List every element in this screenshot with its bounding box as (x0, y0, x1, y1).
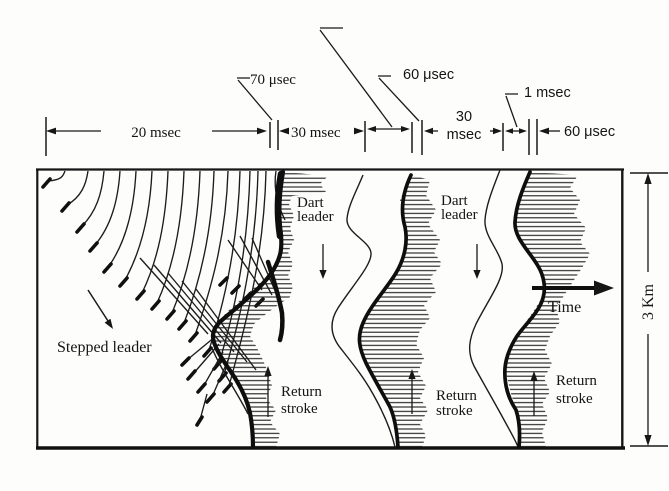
gap-ticks (411, 120, 423, 155)
label-60usec: 60 μsec (403, 67, 454, 83)
stepped-leader-label: Stepped leader (57, 339, 152, 356)
height-dim-up-arrowhead-icon (644, 173, 652, 184)
return-stroke-1-parallel-line (211, 347, 249, 415)
label-30-line2: msec (447, 127, 482, 143)
arrowhead-right-icon (354, 127, 364, 135)
label-60usec-2: 60 μsec (564, 124, 615, 140)
gap-ticks (528, 119, 538, 155)
dart-leader-1-channel (331, 174, 396, 448)
leader-line (237, 77, 273, 121)
dart-leader-1-group: Dart leader (297, 174, 396, 448)
label-20msec: 20 msec (131, 125, 181, 141)
leader-line (505, 93, 518, 128)
time-arrowhead-icon (594, 280, 614, 296)
return-stroke-3-group: Return stroke (503, 170, 597, 449)
dart-leader-2-down-arrowhead-icon (473, 270, 481, 279)
gap-70usec: 70 μsec (237, 72, 296, 150)
dimension-1msec: 1 msec (505, 85, 571, 134)
return-stroke-1-label-line2: stroke (281, 401, 318, 417)
arrowhead-left-icon (539, 127, 549, 135)
return-stroke-2-group: Return stroke (357, 173, 477, 449)
arrowhead-left-icon (46, 127, 56, 135)
crossing-branch-dashes (218, 276, 265, 308)
arrowhead-right-icon (519, 128, 527, 134)
leader-line (378, 75, 420, 122)
dart-leader-2-channel (469, 169, 519, 448)
label-1msec: 1 msec (524, 85, 571, 101)
return-stroke-1-thick-branch (265, 259, 285, 343)
height-dimension-group: 3 Km (630, 172, 668, 447)
return-stroke-2-label-line1: Return (436, 388, 477, 404)
return-stroke-1-channel-top-thick (274, 170, 285, 240)
stepped-leader-group: Stepped leader (41, 170, 286, 427)
return-stroke-3-channel (503, 170, 547, 449)
dimension-30msec-1: 30 msec (279, 121, 366, 152)
label-30msec: 30 msec (291, 125, 341, 141)
return-stroke-1-group: Return stroke (210, 169, 328, 450)
return-stroke-2-channel (357, 173, 413, 449)
return-stroke-1-label-line1: Return (281, 384, 322, 400)
time-arrow-group: Time (532, 280, 614, 316)
dart-leader-1-label-line2: leader (297, 209, 334, 225)
label-70usec: 70 μsec (250, 72, 296, 88)
dimension-20msec: 20 msec (45, 117, 267, 156)
gap-60usec-2: 60 μsec (528, 119, 615, 155)
label-30-line1: 30 (456, 109, 472, 125)
return-stroke-2-label-line2: stroke (436, 403, 473, 419)
lower-branch-dashes (180, 356, 216, 427)
gap-60usec-1: 60 μsec (378, 67, 454, 155)
arrowhead-left-icon (279, 127, 289, 135)
dart-leader-2-label-line2: leader (441, 207, 478, 223)
stepped-leader-arrow-shaft (87, 289, 109, 322)
return-stroke-3-label-line1: Return (556, 373, 597, 389)
arrowhead-right-icon (401, 126, 410, 132)
return-stroke-2-hatching (359, 175, 442, 447)
return-stroke-2-up-arrowhead-icon (408, 369, 416, 379)
arrowhead-right-icon (257, 127, 267, 135)
gap-ticks (269, 120, 279, 150)
dart-leader-2-label-line1: Dart (441, 193, 468, 209)
dart-leader-1-down-arrowhead-icon (319, 270, 327, 279)
dimension-middle-span (367, 126, 410, 132)
timeline-annotations: 20 msec 70 μsec 30 msec (45, 27, 615, 156)
dimension-30msec-2: 30 msec (424, 109, 504, 151)
lower-branch-lines (186, 335, 229, 421)
arrowhead-right-icon (493, 127, 502, 135)
return-stroke-1-up-arrowhead-icon (264, 366, 272, 376)
stepped-leader-arrowhead-icon (104, 318, 113, 329)
return-stroke-3-label-line2: stroke (556, 391, 593, 407)
return-stroke-3-hatching (505, 172, 590, 447)
dart-leader-2-group: Dart leader (441, 169, 519, 448)
leader-step-dashes (41, 177, 233, 394)
diagram-box (36, 168, 625, 450)
height-dim-down-arrowhead-icon (644, 435, 652, 446)
height-label: 3 Km (640, 283, 657, 320)
return-stroke-3-up-arrowhead-icon (530, 371, 538, 381)
return-stroke-1-hatching (213, 172, 328, 447)
long-leader-line (319, 27, 393, 128)
time-label: Time (548, 299, 581, 316)
height-dim-ticks (630, 172, 668, 447)
dart-leader-1-label-line1: Dart (297, 195, 324, 211)
